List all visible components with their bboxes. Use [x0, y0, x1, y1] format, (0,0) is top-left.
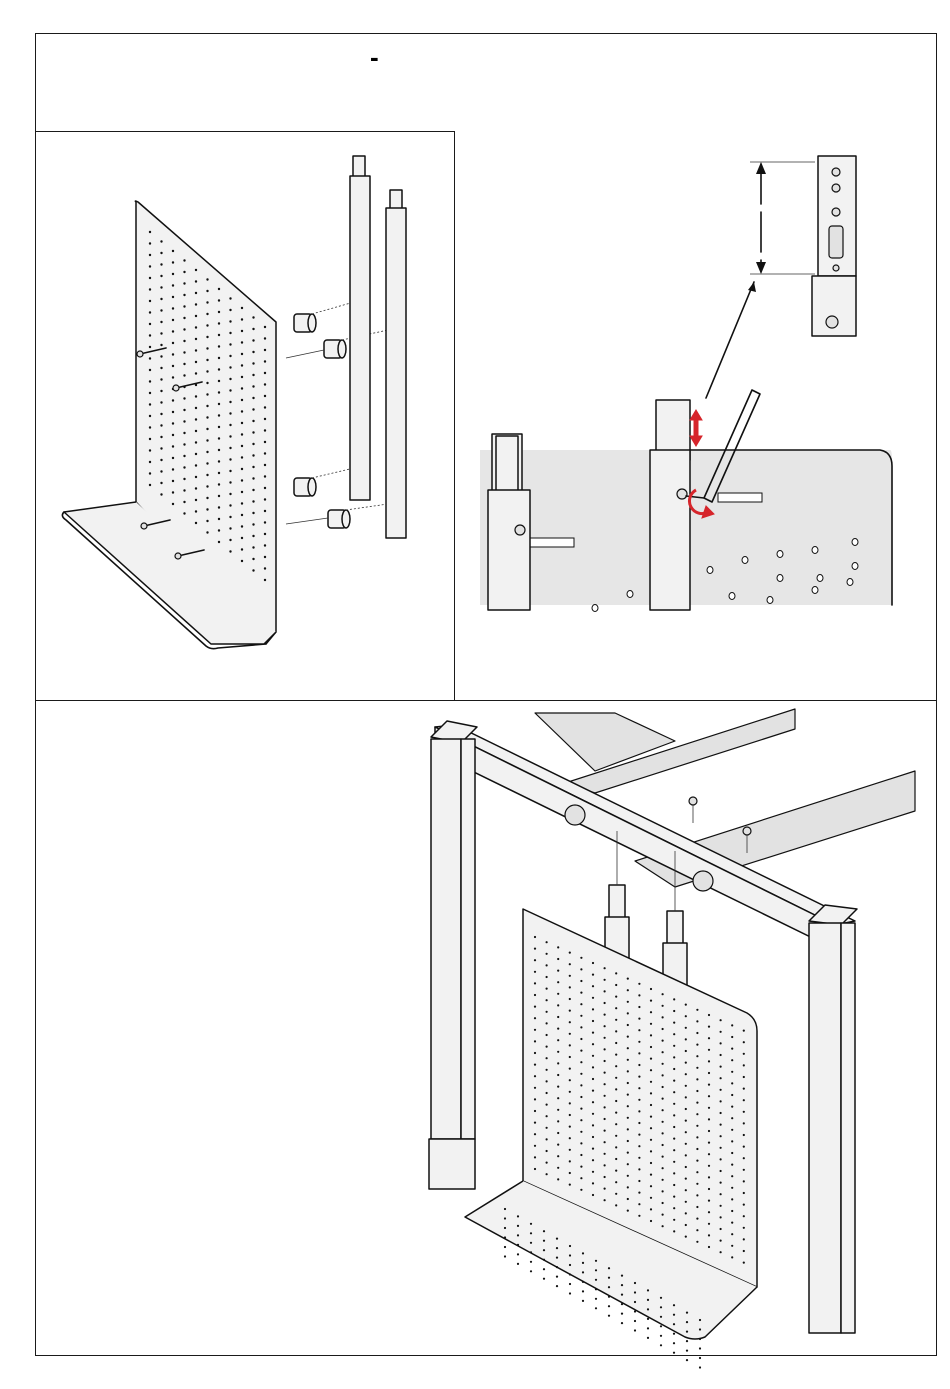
step-3-illustration: [35, 701, 937, 1357]
post-icon: [350, 156, 406, 538]
height-arrow-icon: [690, 410, 702, 446]
detail-callout-icon: [750, 156, 856, 336]
page-title: -: [370, 44, 379, 70]
step-2-panel: [470, 150, 900, 620]
post-icon: [650, 400, 690, 610]
header-band: [35, 33, 937, 131]
perforated-panel-icon: [62, 201, 276, 649]
step-3-panel: [35, 700, 937, 1356]
step-1-illustration: [36, 132, 456, 702]
spacer-icon: [294, 314, 350, 528]
step-1-panel: [35, 131, 455, 701]
perforated-panel-icon: [465, 909, 757, 1369]
step-2-illustration: [470, 150, 900, 620]
